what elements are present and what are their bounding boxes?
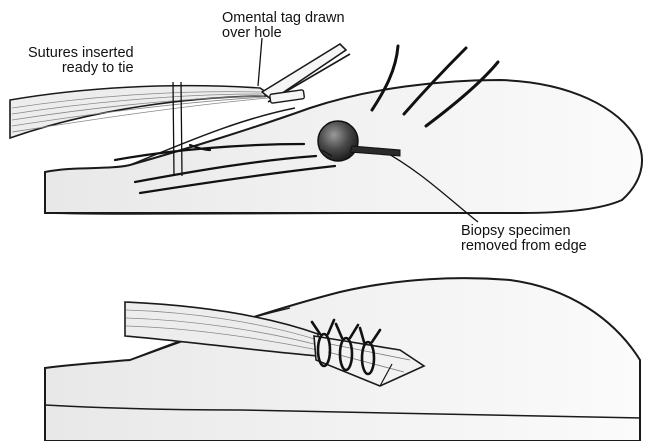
sutures-label-line-1: Sutures inserted — [28, 46, 134, 61]
sutures-label: Sutures inserted ready to tie — [28, 46, 134, 76]
biopsy-label-line-1: Biopsy specimen — [461, 224, 587, 239]
omental-tag-label: Omental tag drawn over hole — [222, 11, 345, 41]
omentum-top — [10, 86, 272, 138]
bottom-panel — [45, 278, 640, 441]
sutures-label-line-2: ready to tie — [28, 61, 134, 76]
biopsy-label-line-2: removed from edge — [461, 239, 587, 254]
biopsy-label: Biopsy specimen removed from edge — [461, 224, 587, 254]
omental-tag-label-line-2: over hole — [222, 26, 345, 41]
forceps — [262, 44, 350, 103]
omental-tag-label-line-1: Omental tag drawn — [222, 11, 345, 26]
